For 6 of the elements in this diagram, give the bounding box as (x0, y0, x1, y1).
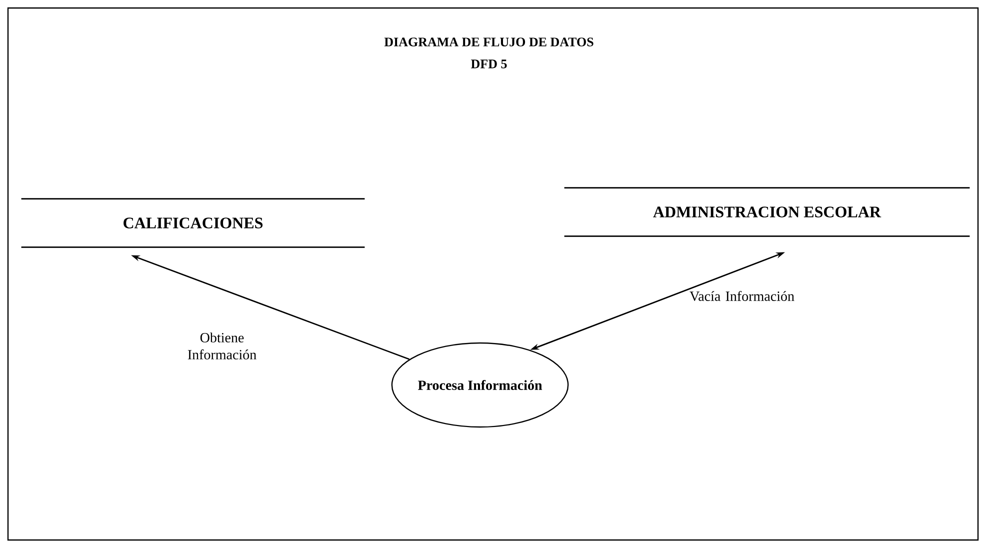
data-store: ADMINISTRACION ESCOLAR (564, 187, 970, 237)
subtitle: DFD 5 (471, 60, 507, 68)
edge-label: Obtiene Información (188, 332, 256, 360)
edge-label: Vacía Información (690, 290, 794, 302)
title: DIAGRAMA DE FLUJO DE DATOS (384, 38, 594, 46)
data-store: CALIFICACIONES (21, 198, 365, 248)
